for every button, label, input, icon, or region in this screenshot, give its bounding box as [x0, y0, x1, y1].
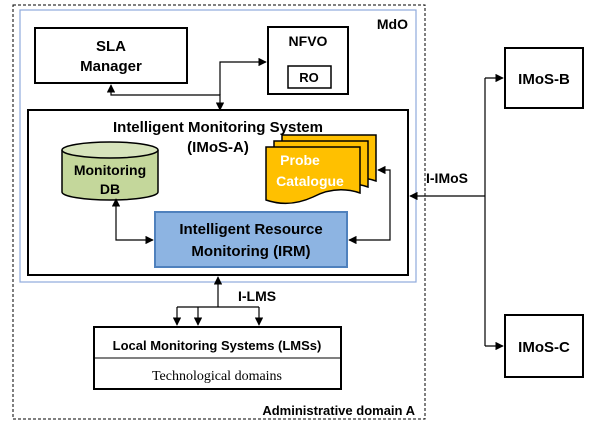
- irm-line2: Monitoring (IRM): [191, 243, 310, 260]
- monitoring-db: Monitoring DB: [61, 141, 159, 201]
- mdo-label: MdO: [377, 16, 408, 32]
- lms-subtitle: Technological domains: [152, 369, 282, 384]
- irm-line1: Intelligent Resource: [179, 221, 322, 238]
- admin-domain-label: Administrative domain A: [262, 403, 415, 418]
- imos-a-line2: (IMoS-A): [187, 139, 249, 156]
- probe-irm-connector: [348, 165, 391, 245]
- imos-c-box: [504, 314, 584, 378]
- imos-b-box: [504, 47, 584, 109]
- probe-catalogue-line2: Catalogue: [276, 173, 344, 189]
- sla-manager-box: [34, 27, 188, 84]
- admin-domain-boundary: [12, 4, 426, 420]
- sla-manager-line2: Manager: [80, 58, 142, 75]
- ro-box: [287, 65, 332, 89]
- i-lms-label: I-LMS: [238, 288, 276, 304]
- nfvo-imos-connector: [219, 57, 267, 95]
- probe-catalogue: Probe Catalogue: [265, 134, 377, 205]
- imos-b-label: IMoS-B: [518, 71, 570, 88]
- imos-a-line1: Intelligent Monitoring System: [113, 119, 323, 136]
- monitoring-db-body: [61, 150, 159, 201]
- i-imos-label: I-IMoS: [426, 170, 468, 186]
- irm-box: [154, 211, 348, 268]
- imos-c-label: IMoS-C: [518, 339, 570, 356]
- monitoring-db-top: [61, 141, 159, 159]
- probe-catalogue-line1: Probe: [280, 152, 320, 168]
- sla-nfvo-connector: [106, 84, 225, 111]
- nfvo-label: NFVO: [289, 33, 328, 49]
- monitoring-db-line1: Monitoring: [74, 162, 146, 178]
- monitoring-db-line2: DB: [100, 181, 120, 197]
- db-irm-connector: [111, 198, 154, 245]
- ro-label: RO: [299, 70, 319, 85]
- lms-title: Local Monitoring Systems (LMSs): [113, 338, 322, 353]
- sla-manager-line1: SLA: [96, 38, 126, 55]
